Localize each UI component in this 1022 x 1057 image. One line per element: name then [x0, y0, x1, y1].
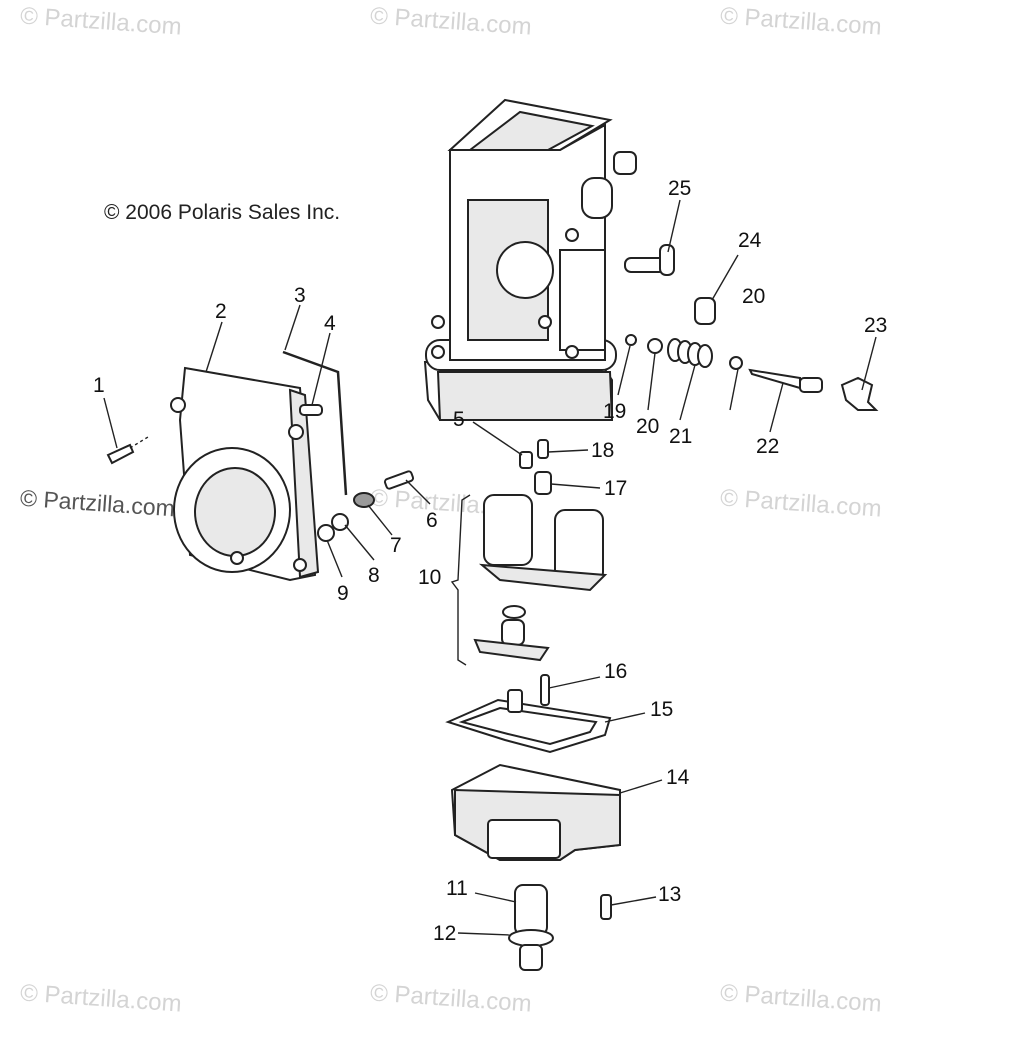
- screw: [600, 894, 612, 920]
- callout-label: 8: [368, 564, 380, 587]
- callout-label: 22: [756, 435, 779, 458]
- screw: [540, 674, 550, 706]
- fitting: [624, 244, 675, 276]
- pin: [299, 404, 323, 416]
- callout-label: 20: [636, 415, 659, 438]
- leader-lines: [103, 199, 877, 936]
- adjust-screw: [383, 470, 415, 490]
- jet: [537, 439, 549, 459]
- spring: [667, 338, 713, 368]
- washer: [331, 513, 349, 531]
- callout-label: 11: [446, 877, 468, 900]
- copyright-notice: © 2006 Polaris Sales Inc.: [104, 201, 341, 224]
- callout-label: 21: [669, 425, 692, 448]
- callout-label: 7: [390, 534, 402, 557]
- gasket: [445, 689, 612, 754]
- callout-label: 16: [604, 660, 627, 683]
- washer: [729, 356, 743, 370]
- spring: [353, 492, 375, 508]
- washer: [647, 338, 663, 354]
- callout-label: 18: [591, 439, 614, 462]
- carburetor-cover: [170, 366, 320, 582]
- callout-label: 25: [668, 177, 691, 200]
- callout-label: 13: [658, 883, 681, 906]
- knob: [840, 376, 879, 411]
- callout-label: 23: [864, 314, 887, 337]
- callout-label: 2: [215, 300, 227, 323]
- callout-label: 6: [426, 509, 438, 532]
- callout-label: 20: [742, 285, 765, 308]
- callout-label: 5: [453, 408, 465, 431]
- drain-fitting: [508, 884, 554, 971]
- callout-labels: 1 2 3 4 5 6 7 8 9 10 11 12 13 14 15 16 1…: [93, 177, 887, 945]
- idle-screw: [748, 368, 823, 393]
- screw: [106, 436, 149, 465]
- callout-label: 17: [604, 477, 627, 500]
- jet: [534, 471, 552, 495]
- cap: [694, 297, 716, 325]
- float-assembly: [473, 494, 608, 662]
- o-ring: [317, 524, 335, 542]
- callout-label: 15: [650, 698, 673, 721]
- callout-label: 24: [738, 229, 762, 252]
- jet: [519, 451, 533, 469]
- callout-label: 14: [666, 766, 690, 789]
- callout-label: 3: [294, 284, 306, 307]
- callout-label: 10: [418, 566, 441, 589]
- callout-label: 1: [93, 374, 105, 397]
- callout-label: 4: [324, 312, 336, 335]
- carburetor-body: [423, 98, 637, 421]
- callout-label: 12: [433, 922, 456, 945]
- callout-label: 9: [337, 582, 349, 605]
- callout-label: 19: [603, 400, 626, 423]
- float-bowl: [450, 763, 621, 861]
- wire-clip: [282, 350, 348, 496]
- o-ring: [625, 334, 637, 346]
